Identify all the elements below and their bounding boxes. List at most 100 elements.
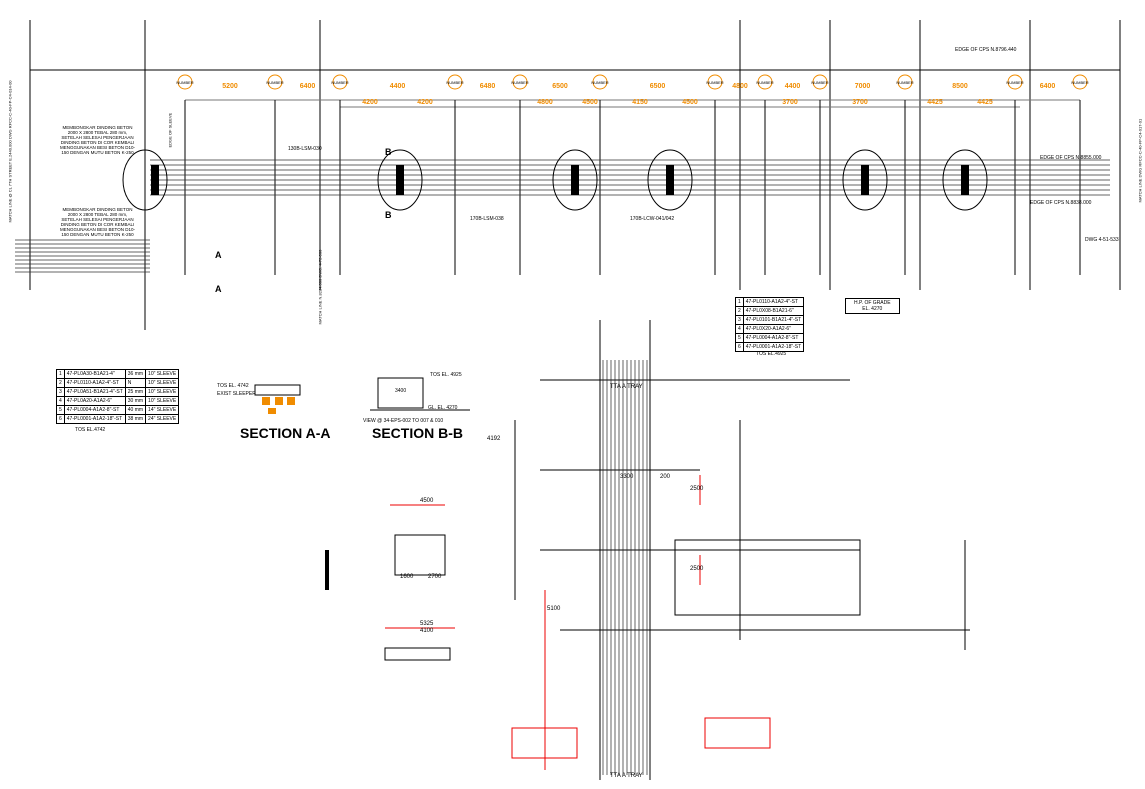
table-cell: 14" SLEEVE [145, 405, 180, 415]
edge-sleeve: EDGE OF SLEEVE [167, 112, 173, 148]
table-cell: 47-PL0X08-B1A21-6" [742, 306, 805, 316]
sub-dimension: 4800 [537, 99, 553, 106]
pipe-sleeve-block [151, 165, 159, 195]
support-number-label: NUMBER [1071, 80, 1088, 85]
section-cut-mark: A [215, 250, 222, 260]
section-b-gl: GL. EL. 4270 [428, 405, 458, 411]
table-cell: 47-PL0A30-B1A21-4" [63, 369, 126, 379]
lower-dimension: 4100 [420, 628, 434, 634]
cloud-revision-mark [552, 149, 598, 211]
pipe-sleeve-block [571, 165, 579, 195]
sub-dimension: 4425 [927, 99, 943, 106]
edge-label-1: EDGE OF CPS N.8855.000 [1040, 155, 1102, 161]
sub-dimension: 4500 [582, 99, 598, 106]
table-cell: 5 [56, 405, 65, 415]
table-cell: 47-PL0004-A1A2-8"-ST [63, 405, 126, 415]
dwg-ref: DWG 4-51-533 [1085, 237, 1119, 243]
match-line-mid: MATCH LINE N.8284.000 DWG. 4-72-500 [317, 249, 323, 325]
table-cell: 4 [735, 324, 744, 334]
section-a-sleeper: EXIST SLEEPER [217, 391, 256, 397]
lower-dimension: 5325 [420, 621, 434, 627]
table-cell: 47-PL0001-A1A2-18"-ST [742, 342, 805, 352]
table-cell: 47-PL0A51-B1A21-4"-ST [63, 387, 126, 397]
tray-label-bottom: TTA A TRAY [610, 773, 643, 779]
callout-2: 170B-LSM-038 [470, 216, 504, 222]
support-number-label: NUMBER [591, 80, 608, 85]
support-number-label: NUMBER [511, 80, 528, 85]
support-marker-circle [447, 74, 463, 90]
top-dimension: 4400 [785, 83, 801, 90]
section-a-title: SECTION A-A [240, 425, 331, 441]
support-number-label: NUMBER [896, 80, 913, 85]
top-dimension: 7000 [855, 83, 871, 90]
support-marker-circle [757, 74, 773, 90]
table-cell: 1 [735, 297, 744, 307]
table-cell: 25 mm [124, 387, 147, 397]
lower-dimension: 1600 [400, 574, 414, 580]
section-b-title: SECTION B-B [372, 425, 463, 441]
table-cell: 47-PL0X20-A1A2-6" [742, 324, 805, 334]
table-cell: 24" SLEEVE [145, 414, 180, 424]
edge-label-top: EDGE OF CPS N.8796.440 [955, 47, 1017, 53]
cloud-revision-mark [842, 149, 888, 211]
lower-dimension: 5100 [547, 606, 561, 612]
section-a-tos: TOS EL. 4742 [217, 383, 249, 389]
section-b-view: VIEW @ 34-EPS-002 TO 007 & 010 [363, 418, 444, 424]
cloud-revision-mark [647, 149, 693, 211]
top-dimension: 6480 [480, 83, 496, 90]
support-number-label: NUMBER [266, 80, 283, 85]
pipe-sleeve-block [961, 165, 969, 195]
table-cell: 1 [56, 369, 65, 379]
section-cut-mark: A [215, 284, 222, 294]
support-marker-circle [1007, 74, 1023, 90]
table-left-note: TOS EL.4742 [75, 427, 106, 433]
table-cell: 3 [56, 387, 65, 397]
support-marker-circle [592, 74, 608, 90]
top-dimension: 6500 [552, 83, 568, 90]
section-b-tos: TOS EL. 4925 [430, 372, 462, 378]
grade-label: H.P. OF GRADE [854, 300, 891, 306]
sub-dimension: 3700 [852, 99, 868, 106]
sub-dimension: 4200 [362, 99, 378, 106]
table-cell: 38 mm [124, 414, 147, 424]
note-1: MEMBONGKAR DINDING BETON 2000 X 2800 TEB… [60, 125, 135, 155]
sub-dimension: 4500 [682, 99, 698, 106]
match-line-left: MATCH LINE @ CL 7TH STREET E.2440.000 DW… [7, 80, 13, 223]
table-cell: 47-PL0004-A1A2-8"-ST [742, 333, 805, 343]
section-cut-mark: B [385, 147, 392, 157]
grade-box: H.P. OF GRADE EL. 4270 [845, 298, 900, 314]
table-cell: 3 [735, 315, 744, 325]
table-cell: 6 [735, 342, 744, 352]
support-number-label: NUMBER [331, 80, 348, 85]
lower-dimension: 200 [660, 474, 671, 480]
table-cell: 10" SLEEVE [145, 387, 180, 397]
top-dimension: 5200 [222, 83, 238, 90]
pipe-sleeve-block [666, 165, 674, 195]
note-2: MEMBONGKAR DINDING BETON 2000 X 2800 TEB… [60, 207, 135, 237]
table-cell: 10" SLEEVE [145, 378, 180, 388]
support-number-label: NUMBER [756, 80, 773, 85]
support-number-label: NUMBER [1006, 80, 1023, 85]
edge-label-2: EDGE OF CPS N.8838.000 [1030, 200, 1092, 206]
support-marker-circle [1072, 74, 1088, 90]
lower-dimension: 4192 [487, 436, 501, 442]
table-right-note: TOS EL.4925 [756, 351, 787, 357]
support-marker-circle [897, 74, 913, 90]
table-cell: 2 [56, 378, 65, 388]
support-marker-circle [707, 74, 723, 90]
support-number-label: NUMBER [811, 80, 828, 85]
support-marker-circle [512, 74, 528, 90]
lower-dimension: 3300 [620, 474, 634, 480]
